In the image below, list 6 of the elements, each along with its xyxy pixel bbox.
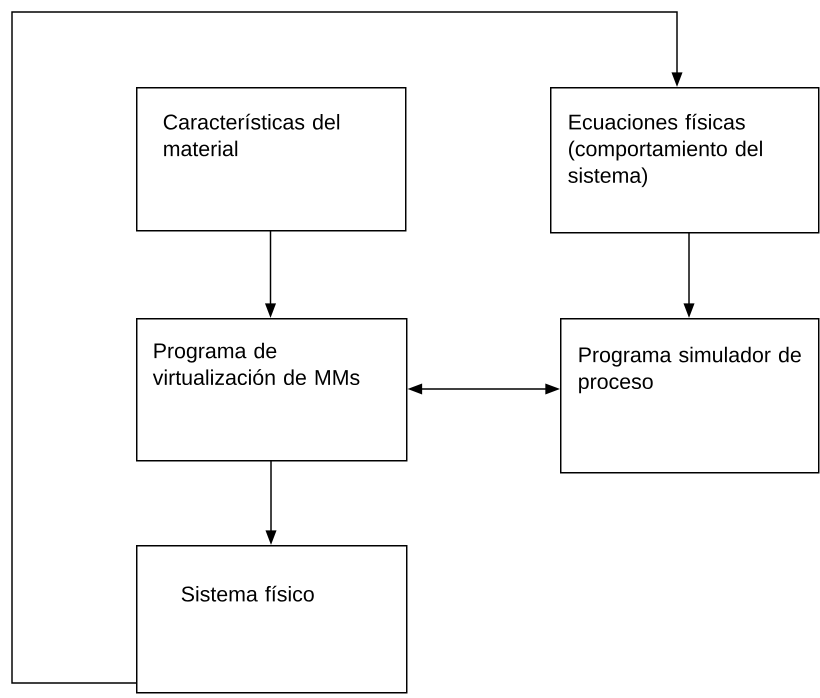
process-box: Ecuaciones físicas (comportamiento del sistema) (550, 87, 820, 234)
process-box: Sistema físico (136, 545, 408, 694)
process-box: Programa simulador de proceso (560, 318, 820, 474)
process-box: Programa de virtualización de MMs (136, 318, 408, 462)
arrow (11, 11, 683, 684)
process-box: Características del material (136, 87, 406, 232)
